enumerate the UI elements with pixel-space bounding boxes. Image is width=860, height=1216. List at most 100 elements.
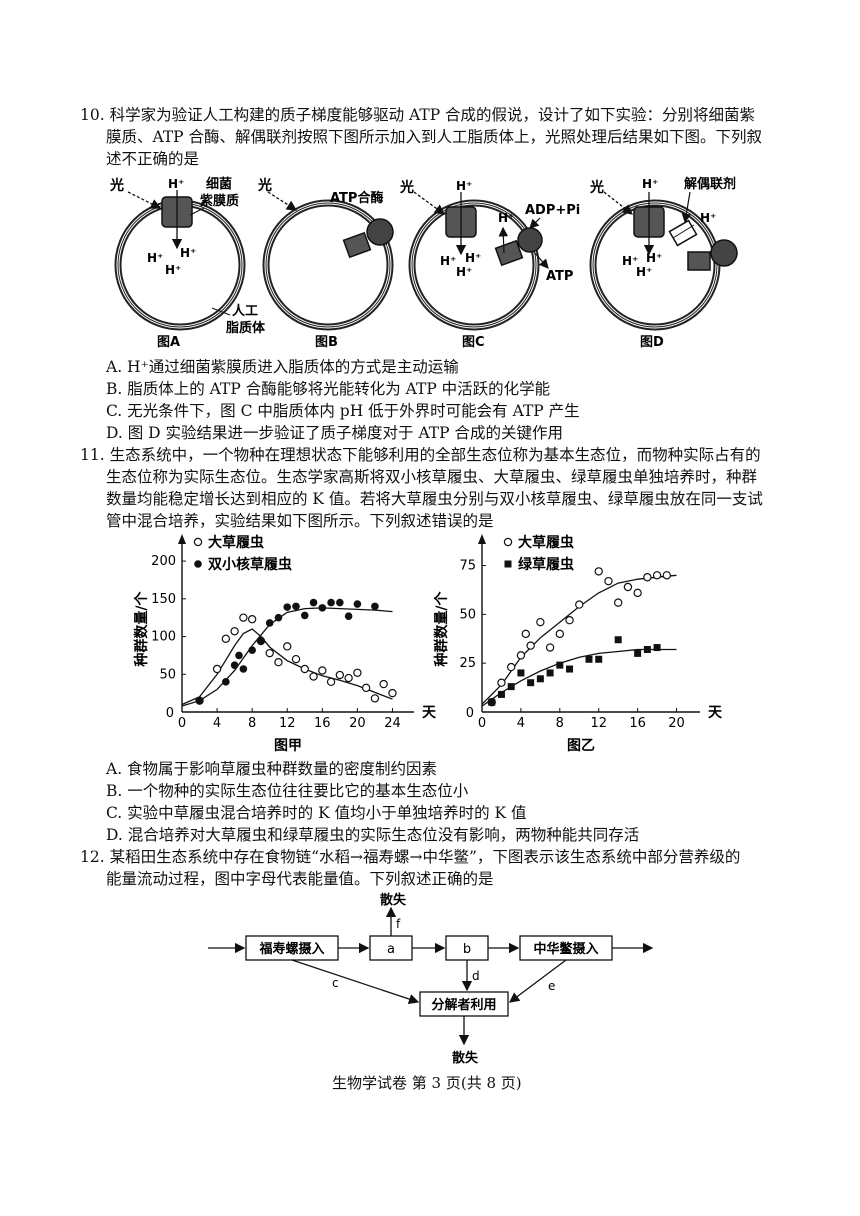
data-point (336, 598, 344, 607)
box-a-label: a (387, 942, 395, 957)
data-point (230, 661, 239, 670)
data-point (521, 629, 530, 639)
data-point (239, 665, 248, 673)
x-tick-label: 24 (384, 716, 401, 731)
label-d: d (472, 969, 480, 983)
data-point (497, 690, 505, 698)
label-c: c (332, 976, 339, 990)
data-point (565, 616, 574, 625)
x-axis-label: 天 (708, 705, 723, 721)
x-tick-label: 12 (279, 716, 296, 731)
hplus-a-2: H⁺ (180, 246, 196, 260)
q12-line-1: 12. 某稻田生态系统中存在食物链“水稻→福寿螺→中华鳖”，下图表示该生态系统中… (80, 848, 741, 866)
q10-option-a[interactable]: A. H⁺通过细菌紫膜质进入脂质体的方式是主动运输 (106, 358, 459, 376)
data-point (643, 646, 651, 654)
q11-line-2: 生态位称为实际生态位。生态学家高斯将双小核草履虫、大草履虫、绿草履虫单独培养时，… (106, 468, 758, 486)
panel-c-caption: 图C (462, 335, 485, 350)
bacteriorhodopsin-label-1: 细菌 (206, 176, 232, 192)
origin-label: 0 (466, 706, 474, 721)
data-point (545, 643, 555, 652)
data-point (516, 651, 526, 660)
legend-marker (504, 560, 512, 568)
y-tick-label: 25 (459, 656, 476, 671)
trend-curve (181, 628, 393, 706)
data-point (497, 678, 506, 687)
data-point (634, 649, 642, 657)
turtle-intake-label: 中华鳖摄入 (533, 941, 598, 957)
data-point (506, 662, 516, 672)
data-point (212, 664, 222, 674)
x-tick-label: 0 (178, 716, 186, 731)
x-tick-label: 20 (349, 716, 366, 731)
data-point (326, 677, 336, 687)
snail-intake-box (245, 935, 339, 961)
data-point (353, 600, 362, 608)
data-point (335, 670, 345, 680)
data-point (613, 598, 623, 607)
legend-label: 大草履虫 (208, 534, 264, 551)
page-footer: 生物学试卷 第 3 页(共 8 页) (332, 1074, 522, 1092)
data-point (379, 679, 388, 689)
data-point (309, 598, 318, 607)
data-point (585, 655, 593, 663)
y-tick-label: 50 (459, 607, 476, 622)
q10-option-c[interactable]: C. 无光条件下，图 C 中脂质体内 pH 低于外界时可能会有 ATP 产生 (106, 402, 580, 420)
legend-marker (193, 537, 203, 547)
data-point (283, 603, 292, 611)
x-tick-label: 20 (668, 716, 685, 731)
hplus-c-3: H⁺ (456, 265, 472, 279)
x-tick-label: 16 (314, 716, 331, 731)
hplus-a-3: H⁺ (165, 263, 181, 277)
x-tick-label: 8 (556, 716, 564, 731)
y-axis-arrow-icon (178, 534, 186, 544)
q11-option-d[interactable]: D. 混合培养对大草履虫和绿草履虫的实际生态位没有影响，两物种能共同存活 (106, 826, 640, 844)
q11-option-a[interactable]: A. 食物属于影响草履虫种群数量的密度制约因素 (106, 760, 438, 778)
q10-line-3: 述不正确的是 (106, 150, 200, 168)
legend-marker (503, 537, 513, 547)
data-point (614, 636, 622, 644)
x-tick-label: 4 (213, 716, 221, 731)
data-point (604, 576, 613, 586)
y-axis-arrow-icon (478, 534, 486, 544)
atp-synthase-c-base (494, 239, 524, 267)
data-point (371, 602, 379, 611)
data-point (318, 666, 327, 675)
q12-line-2: 能量流动过程，图中字母代表能量值。下列叙述正确的是 (106, 870, 494, 888)
data-point (274, 657, 283, 667)
q12-energy-flow-diagram: 福寿螺摄入 a b 中华鳖摄入 散失 f 分解者利用 c d e 散失 (208, 892, 654, 1066)
x-tick-label: 12 (590, 716, 607, 731)
data-point (623, 582, 633, 592)
q11-option-b[interactable]: B. 一个物种的实际生态位往往要比它的基本生态位小 (106, 782, 469, 800)
data-point (344, 673, 353, 683)
y-tick-label: 200 (151, 554, 176, 569)
x-tick-label: 4 (517, 716, 525, 731)
data-point (309, 672, 318, 681)
snail-intake-label: 福寿螺摄入 (258, 941, 324, 957)
q11-option-c[interactable]: C. 实验中草履虫混合培养时的 K 值均小于单独培养时的 K 值 (106, 804, 527, 822)
hplus-c-1: H⁺ (440, 254, 456, 268)
label-f: f (396, 917, 401, 931)
data-point (575, 600, 584, 609)
origin-label: 0 (166, 706, 174, 721)
data-point (247, 614, 257, 624)
data-point (388, 688, 397, 698)
data-point (292, 602, 300, 611)
loss-bottom-label: 散失 (452, 1050, 479, 1066)
data-point (546, 669, 554, 677)
data-point (662, 571, 672, 580)
legend-label: 绿草履虫 (518, 556, 574, 573)
data-point (283, 642, 292, 651)
data-point (652, 571, 662, 580)
data-point (536, 675, 544, 683)
y-tick-label: 100 (151, 630, 176, 645)
q11-line-1: 11. 生态系统中，一个物种在理想状态下能够利用的全部生态位称为基本生态位，而物… (80, 446, 761, 464)
q10-option-b[interactable]: B. 脂质体上的 ATP 合酶能够将光能转化为 ATP 中活跃的化学能 (106, 380, 551, 398)
box-b-label: b (463, 942, 471, 957)
atp-synthase-b-base (342, 231, 372, 259)
panel-c: 光 H⁺ H⁺ ADP+Pi ATP H⁺ H⁺ H⁺ 图C (399, 179, 580, 350)
data-point (318, 604, 327, 612)
q10-option-d[interactable]: D. 图 D 实验结果进一步验证了质子梯度对于 ATP 合成的关键作用 (106, 424, 563, 442)
uncoupler-channel (668, 219, 698, 247)
